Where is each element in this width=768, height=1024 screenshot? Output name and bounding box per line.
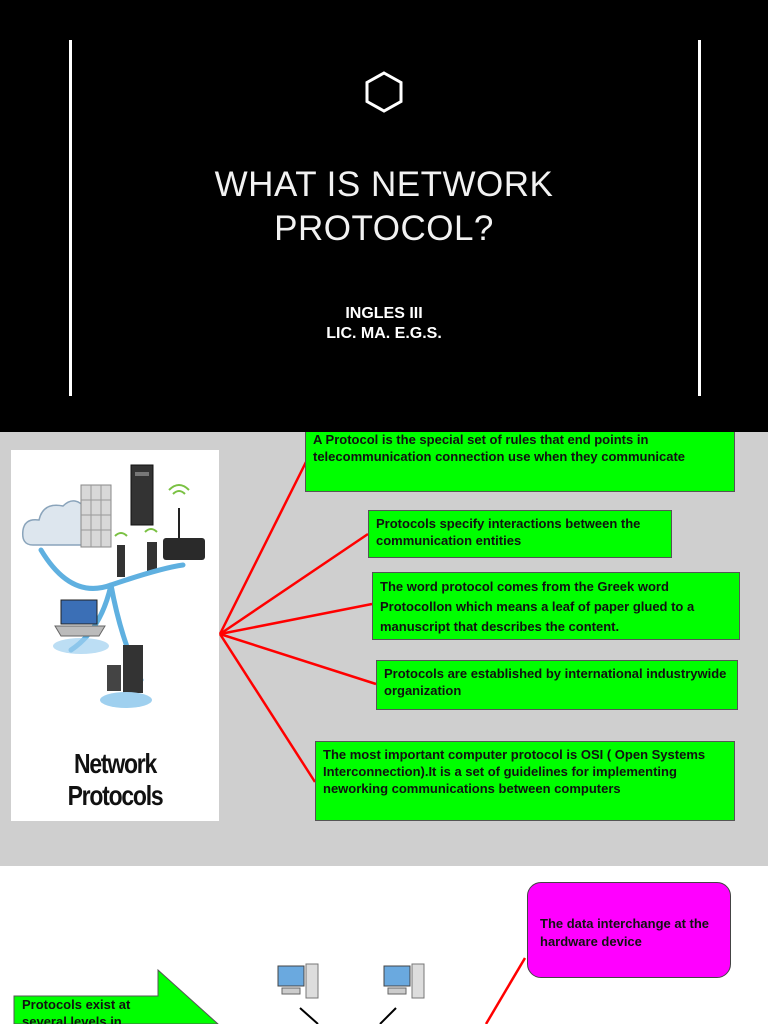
computer-icon-right bbox=[383, 963, 425, 999]
slide-title: WHAT IS NETWORK PROTOCOL? bbox=[120, 163, 648, 251]
network-diagram-illustration bbox=[21, 464, 205, 708]
green-arrow-shape bbox=[13, 968, 219, 1024]
network-protocols-image: Network Protocols bbox=[11, 450, 219, 821]
right-vertical-line bbox=[698, 40, 701, 396]
course-name: INGLES III bbox=[345, 305, 423, 322]
slide-title-line-2: PROTOCOL? bbox=[274, 209, 494, 248]
computer-icon-left bbox=[277, 963, 319, 999]
hardware-callout: The data interchange at the hardware dev… bbox=[527, 882, 731, 978]
definition-box-5: The most important computer protocol is … bbox=[315, 741, 735, 821]
slide-subtitle: INGLES III LIC. MA. E.G.S. bbox=[120, 304, 648, 344]
arrow-label: Protocols exist at several levels in bbox=[22, 997, 131, 1024]
image-caption: Network Protocols bbox=[67, 748, 164, 811]
definition-box-1: A Protocol is the special set of rules t… bbox=[305, 432, 735, 492]
left-vertical-line bbox=[69, 40, 72, 396]
connector-lines bbox=[218, 461, 377, 783]
definition-box-2: Protocols specify interactions between t… bbox=[368, 510, 672, 558]
slide-title-line-1: WHAT IS NETWORK bbox=[214, 165, 554, 204]
protocol-definition-slide: Network Protocols A Protocol is the spec… bbox=[0, 432, 768, 866]
definition-box-3: The word protocol comes from the Greek w… bbox=[372, 572, 740, 640]
hexagon-icon bbox=[365, 71, 403, 113]
levels-diagram bbox=[13, 957, 527, 1024]
author-name: LIC. MA. E.G.S. bbox=[326, 325, 442, 342]
title-slide: WHAT IS NETWORK PROTOCOL? INGLES III LIC… bbox=[0, 0, 768, 432]
protocol-levels-slide: The data interchange at the hardware dev… bbox=[0, 866, 768, 1024]
definition-box-4: Protocols are established by internation… bbox=[376, 660, 738, 710]
